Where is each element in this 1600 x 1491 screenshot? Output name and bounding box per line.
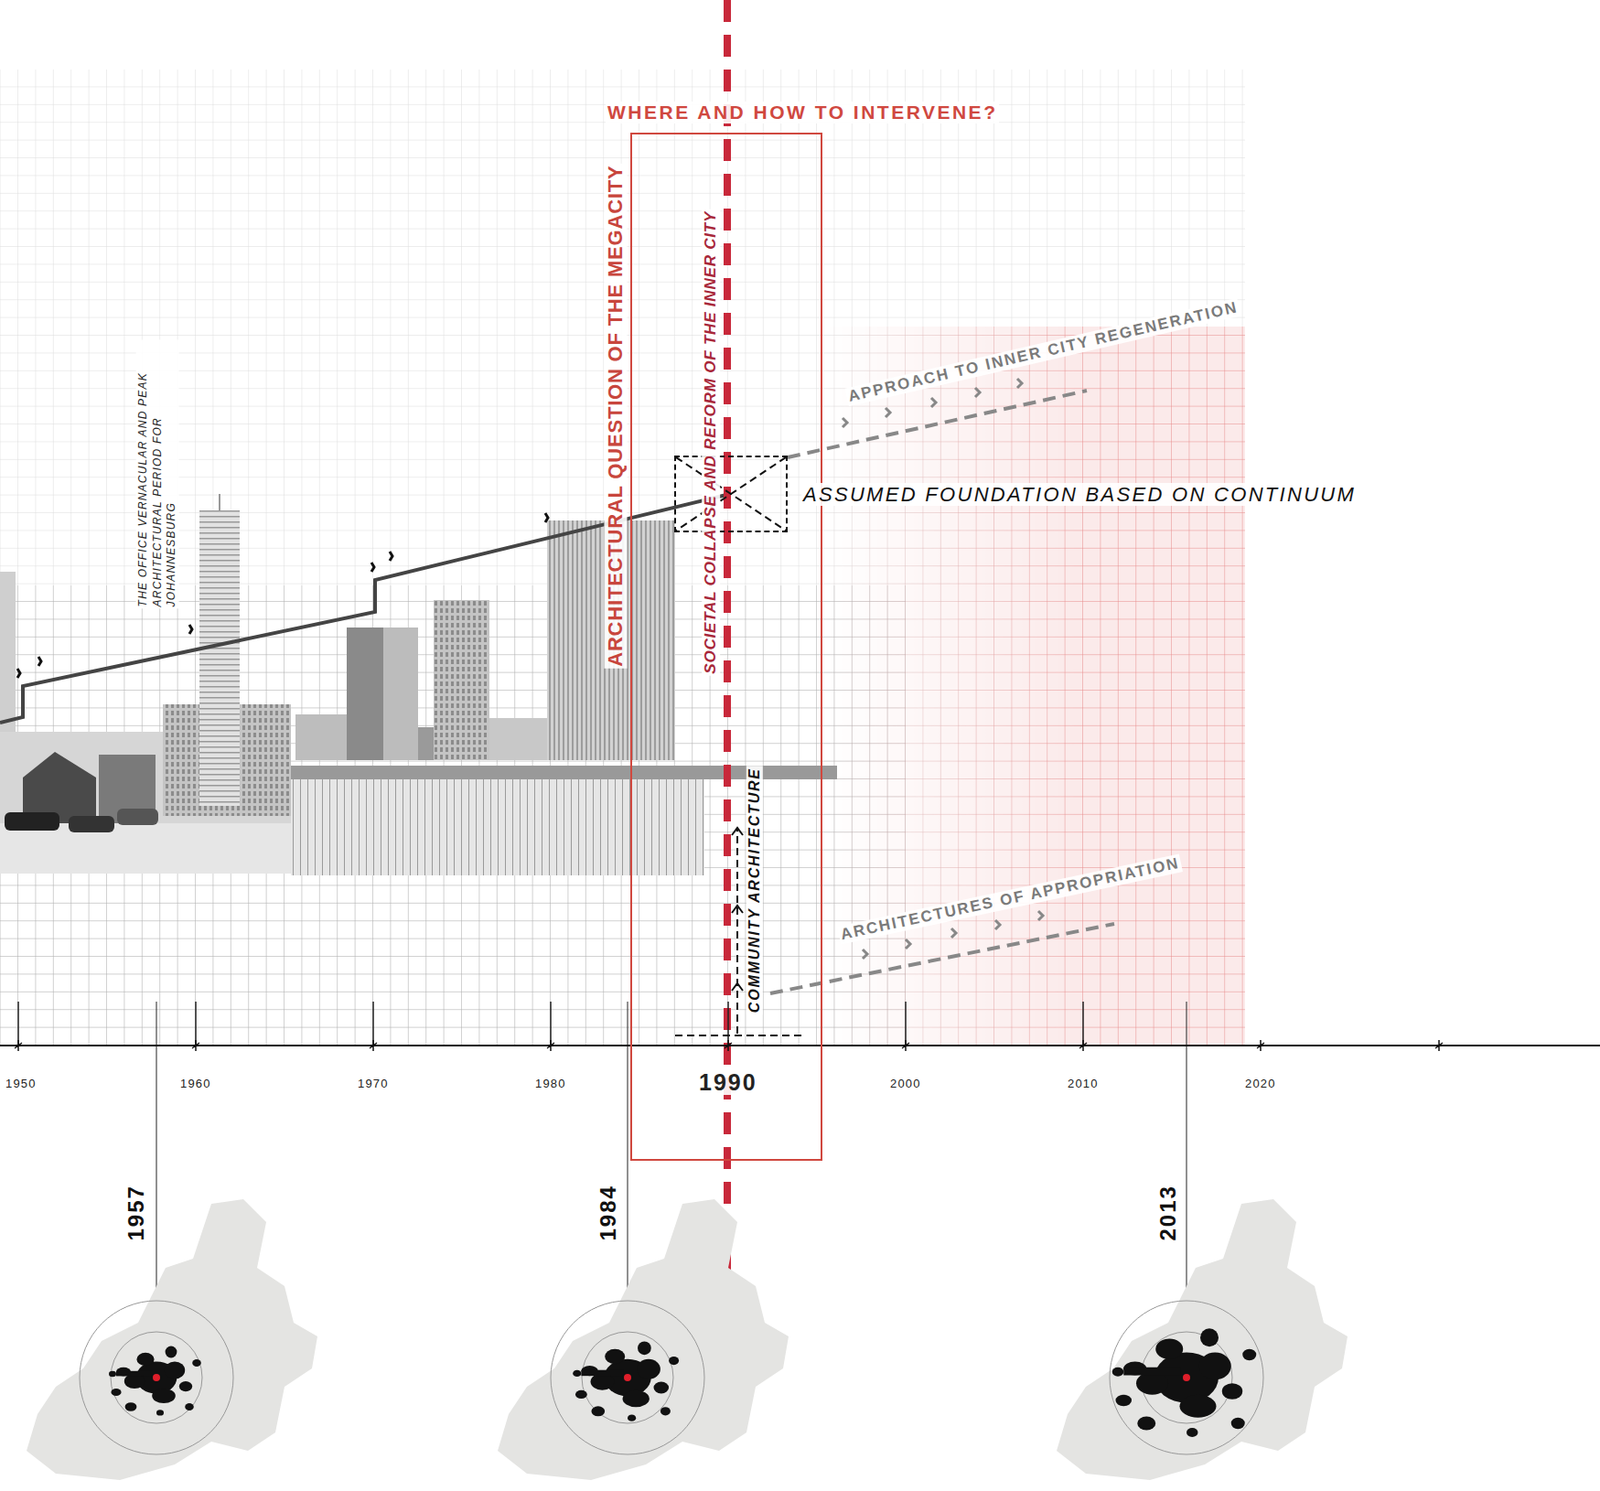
tower (383, 627, 419, 761)
map-year: 1957 (122, 1182, 149, 1243)
arrowheads (731, 827, 743, 991)
tick-marks (14, 1040, 1443, 1052)
chevron-marks (17, 513, 548, 678)
grid-dark (0, 585, 906, 1046)
dashed-base (675, 1034, 806, 1037)
construction-tower (199, 510, 240, 806)
axis-year: 1960 (178, 1077, 214, 1092)
crane (218, 493, 221, 511)
frame-heading: WHERE AND HOW TO INTERVENE? (605, 101, 999, 124)
cross-mark (676, 457, 786, 531)
axis-year: 2020 (1243, 1077, 1278, 1092)
period-note: THE OFFICE VERNACULAR AND PEAK ARCHITECT… (136, 339, 180, 609)
foundation-box: ASSUMED FOUNDATION BASED ON CONTINUUM (674, 455, 788, 533)
axis-year: 1970 (355, 1077, 391, 1092)
urban-footprint (572, 1341, 679, 1421)
foundation-label: ASSUMED FOUNDATION BASED ON CONTINUUM (801, 483, 1358, 506)
tower (433, 600, 490, 761)
tower (346, 627, 384, 761)
vertical-label: COMMUNITY ARCHITECTURE (746, 765, 763, 1015)
urban-footprint (1112, 1328, 1257, 1438)
centre-dot (152, 1374, 161, 1382)
axis-year: 1950 (3, 1077, 39, 1092)
decade-lines (18, 1001, 1084, 1046)
striped-panel (290, 779, 705, 876)
province-map (497, 1199, 789, 1481)
intervention-frame: WHERE AND HOW TO INTERVENE?ARCHITECTURAL… (630, 132, 823, 1161)
cross-line (676, 457, 786, 531)
ring (79, 1300, 234, 1455)
road (0, 823, 291, 874)
axis-year-key: 1990 (697, 1069, 760, 1096)
ring (550, 1300, 705, 1455)
map-year: 1984 (594, 1182, 621, 1243)
red-dashed-line (723, 0, 731, 1332)
time-axis (0, 1044, 1600, 1047)
radius-rings (79, 1300, 1264, 1455)
car (68, 816, 115, 833)
axis-year: 2000 (888, 1077, 924, 1092)
province-map (1056, 1199, 1348, 1481)
axis-year: 2010 (1065, 1077, 1101, 1092)
dashed-trajectory (787, 390, 1087, 458)
urban-footprint (108, 1346, 202, 1417)
frame-vertical-title: ARCHITECTURAL QUESTION OF THE MEGACITY (603, 162, 627, 668)
car (117, 808, 159, 826)
ring (1109, 1300, 1264, 1455)
centre-dot (623, 1374, 632, 1382)
vertical-title: SOCIETAL COLLAPSE AND REFORM OF THE INNE… (701, 209, 720, 677)
grid-light (0, 69, 1246, 1046)
dashed-arrow (736, 827, 739, 1034)
cross-line (676, 457, 786, 531)
centre-dot (1182, 1374, 1191, 1382)
province-map (26, 1199, 318, 1481)
map-year: 2013 (1154, 1182, 1181, 1243)
car (4, 812, 60, 831)
axis-year: 1980 (533, 1077, 569, 1092)
